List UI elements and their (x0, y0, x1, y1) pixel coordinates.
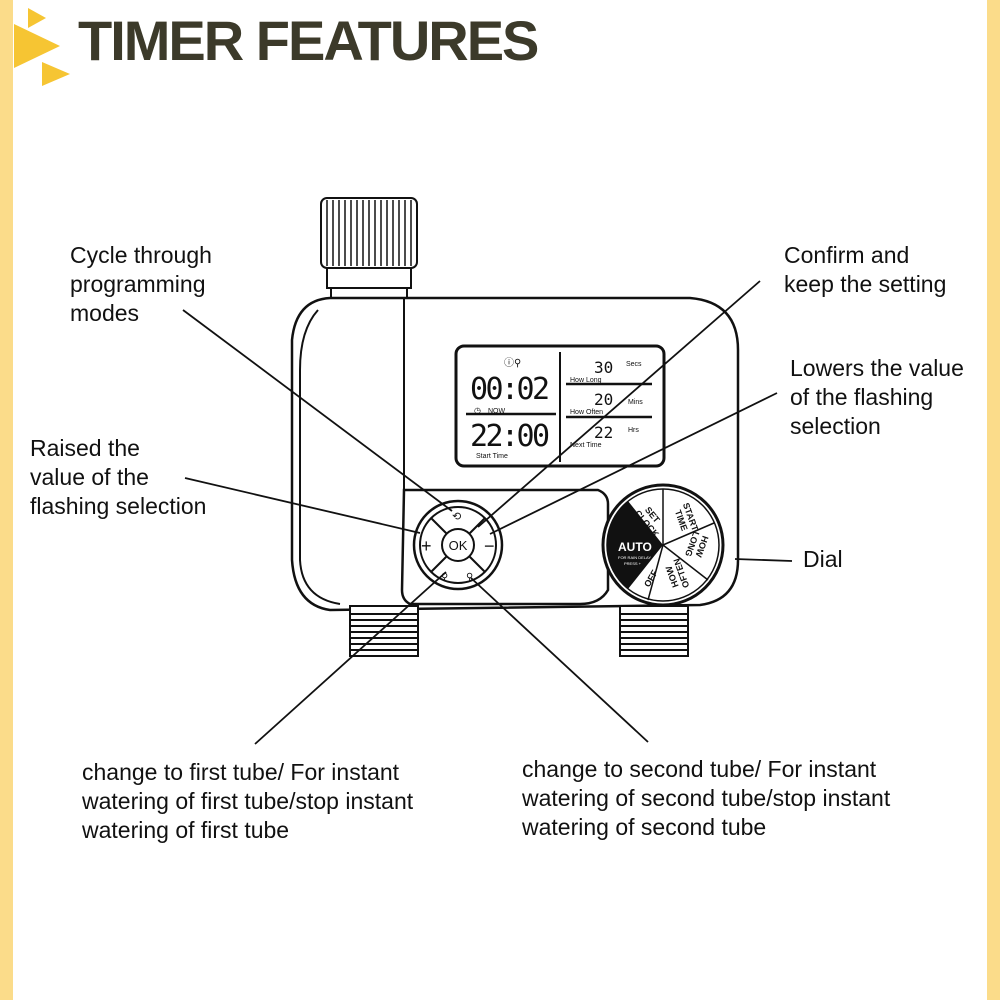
how-long-label: How Long (570, 377, 602, 384)
lcd-screen: ⓘ⚲ 00:02 ◷ NOW 22:00 Start Time 30 Secs … (454, 344, 666, 468)
callout-lowers: Lowers the value of the flashing selecti… (790, 354, 964, 441)
how-often-label: How Often (570, 409, 603, 416)
dial-auto-sub1: FOR RAIN DELAY (618, 555, 651, 560)
callout-text: keep the setting (784, 271, 947, 297)
callout-text: value of the (30, 464, 149, 490)
callout-cycle-modes: Cycle through programming modes (70, 241, 212, 328)
arrow-logo-icon (14, 8, 70, 86)
program-dial[interactable]: AUTO FOR RAIN DELAY PRESS + SET CLOCK ST… (601, 483, 725, 607)
dial-auto-sub2: PRESS + (624, 561, 642, 566)
callout-text: Confirm and (784, 242, 910, 268)
callout-text: programming (70, 271, 206, 297)
ok-button[interactable]: OK (441, 528, 475, 562)
faucet-connector (320, 197, 418, 303)
callout-dial: Dial (803, 545, 843, 574)
callout-text: watering of first tube (82, 817, 290, 843)
clock-icon: ◷ (474, 406, 481, 415)
first-tube-button[interactable]: ⚲ (441, 572, 448, 583)
plus-label: + (421, 536, 432, 556)
callout-text: of the flashing (790, 384, 934, 410)
cycle-icon: ⟲ (452, 511, 461, 523)
callout-text: Cycle through (70, 242, 212, 268)
tap-icon: ⓘ⚲ (504, 357, 521, 369)
next-time-unit: Hrs (628, 427, 639, 434)
callout-text: Dial (803, 546, 843, 572)
callout-text: watering of second tube/stop instant (522, 785, 891, 811)
how-often-value: 20 (594, 390, 613, 409)
minus-label: − (484, 536, 495, 556)
callout-text: Raised the (30, 435, 140, 461)
callout-first-tube: change to first tube/ For instant wateri… (82, 758, 413, 845)
start-time: 22:00 (470, 419, 550, 454)
callout-text: Lowers the value (790, 355, 964, 381)
plus-button[interactable]: + (421, 536, 432, 556)
callout-text: watering of second tube (522, 814, 767, 840)
mode-button[interactable]: ⟲ (452, 511, 461, 523)
callout-text: selection (790, 413, 881, 439)
next-time-value: 22 (594, 423, 613, 442)
leader-lines (182, 280, 793, 745)
page-title: TIMER FEATURES (78, 9, 539, 72)
how-long-unit: Secs (626, 361, 642, 368)
right-border-strip (987, 0, 1000, 1000)
outlet-right (619, 605, 689, 657)
dial-auto-label: AUTO (618, 540, 652, 554)
first-tube-icon: ⚲ (441, 572, 448, 583)
how-often-unit: Mins (628, 399, 643, 406)
callout-second-tube: change to second tube/ For instant water… (522, 755, 890, 842)
callout-raised: Raised the value of the flashing selecti… (30, 434, 206, 521)
callout-text: modes (70, 300, 140, 326)
start-time-label: Start Time (476, 453, 508, 460)
how-long-value: 30 (594, 358, 613, 377)
callout-text: change to second tube/ For instant (522, 756, 877, 782)
left-border-strip (0, 0, 13, 1000)
minus-button[interactable]: − (484, 536, 495, 556)
callout-text: watering of first tube/stop instant (82, 788, 414, 814)
outlet-left (349, 605, 419, 657)
callout-confirm: Confirm and keep the setting (784, 241, 946, 299)
now-label: NOW (488, 408, 506, 415)
callout-text: change to first tube/ For instant (82, 759, 400, 785)
now-time: 00:02 (470, 372, 550, 407)
callout-text: flashing selection (30, 493, 207, 519)
ok-label: OK (449, 538, 468, 553)
next-time-label: Next Time (570, 442, 602, 449)
second-tube-icon: ⚲ (466, 572, 473, 583)
second-tube-button[interactable]: ⚲ (466, 572, 473, 583)
